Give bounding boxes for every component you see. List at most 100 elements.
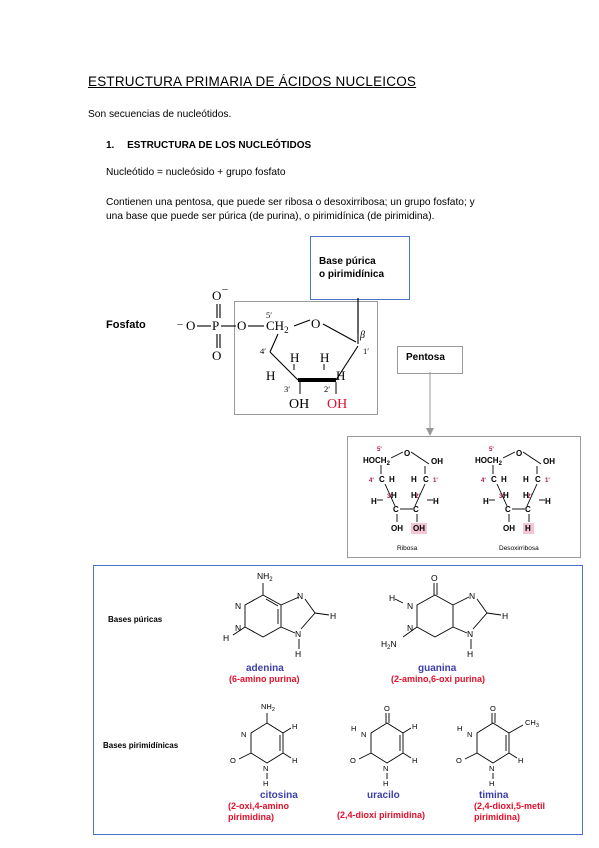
svg-text:N: N (235, 623, 241, 633)
svg-text:OH: OH (413, 524, 425, 533)
phosphate-o-bottom: O (212, 348, 221, 363)
svg-text:H: H (295, 649, 301, 659)
h-1-up: H (320, 350, 329, 365)
svg-text:N: N (489, 764, 494, 773)
ribose-hoch2: HOCH2 (363, 456, 391, 467)
svg-text:H: H (502, 611, 508, 621)
page-title: ESTRUCTURA PRIMARIA DE ÁCIDOS NUCLEICOS (88, 74, 417, 89)
phosphate-o-left: O (186, 318, 195, 333)
svg-text:O: O (490, 704, 496, 713)
nucleotide-structure: O − − O P O O 5′ CH2 O β 4′ 1′ H H H H 3… (177, 284, 369, 412)
h-4-up: H (290, 350, 299, 365)
guanine-structure: O N H N H2N N N H H (381, 573, 508, 659)
svg-text:H: H (330, 611, 336, 621)
cytosine-desc-line1: (2-oxi,4-amino (228, 801, 290, 811)
svg-text:H: H (483, 497, 489, 506)
svg-text:OH: OH (431, 457, 443, 466)
pentoses-diagram: 5' HOCH2 O OH 4' C C 1' H H H H 3' 2' H … (363, 447, 555, 552)
uracil-desc: (2,4-dioxi pirimidina) (337, 810, 425, 820)
svg-text:H: H (433, 497, 439, 506)
bases-box (93, 565, 583, 835)
svg-text:H: H (389, 475, 395, 484)
phosphate-minus-top: − (222, 284, 228, 296)
svg-text:H: H (489, 779, 494, 788)
svg-text:OH: OH (503, 524, 515, 533)
deoxyribose-structure: 5' HOCH2 O OH 4' C C 1' H H H H 3' 2' H … (475, 447, 555, 552)
svg-text:N: N (297, 591, 303, 601)
adenine-desc: (6-amino purina) (229, 674, 300, 684)
svg-text:C: C (393, 505, 399, 514)
prime-1: 1′ (363, 346, 369, 356)
svg-text:OH: OH (543, 457, 555, 466)
svg-text:N: N (469, 591, 475, 601)
thymine-name: timina (479, 790, 509, 801)
pentosa-label-box: Pentosa (397, 346, 463, 374)
svg-text:4': 4' (369, 478, 374, 484)
svg-text:H2N: H2N (381, 639, 397, 651)
ribose-name: Ribosa (397, 545, 418, 552)
adenine-name: adenina (246, 663, 284, 674)
base-label-box: Base púrica o pirimidínica (310, 236, 410, 300)
ch2-label: CH2 (266, 318, 289, 335)
phosphate-minus-left: − (177, 319, 183, 331)
pentosa-arrow (426, 372, 434, 436)
phosphate-p: P (212, 318, 219, 333)
svg-text:NH2: NH2 (261, 702, 275, 713)
svg-text:2': 2' (527, 494, 532, 500)
svg-text:H: H (263, 779, 268, 788)
svg-text:H: H (503, 491, 509, 500)
svg-text:H: H (292, 756, 297, 765)
svg-text:N: N (467, 629, 473, 639)
oh-2: OH (327, 397, 347, 412)
prime-5: 5′ (266, 310, 272, 320)
definition-text: Nucleótido = nucleósido + grupo fosfato (106, 167, 286, 178)
svg-text:O: O (384, 704, 390, 713)
h-1-side: H (336, 368, 345, 383)
svg-text:2': 2' (415, 494, 420, 500)
pentosa-label: Pentosa (406, 352, 445, 363)
base-label-line2: o pirimidínica (319, 269, 385, 280)
svg-text:H: H (545, 497, 551, 506)
intro-text: Son secuencias de nucleótidos. (88, 109, 232, 120)
thymine-desc-line2: pirimidina) (474, 812, 520, 822)
ribose-structure: 5' HOCH2 O OH 4' C C 1' H H H H 3' 2' H … (363, 447, 443, 552)
uracil-name: uracilo (367, 790, 400, 801)
svg-text:5': 5' (377, 447, 382, 453)
thymine-structure: O N H N H O CH3 H (456, 704, 539, 788)
prime-3: 3′ (284, 384, 290, 394)
svg-text:O: O (516, 449, 522, 458)
svg-text:H: H (391, 491, 397, 500)
oh-3: OH (289, 397, 309, 412)
pyrimidine-bases-label: Bases pirimidínicas (103, 741, 179, 750)
svg-text:O: O (404, 449, 410, 458)
svg-text:H: H (351, 724, 356, 733)
svg-text:3': 3' (387, 494, 392, 500)
svg-text:O: O (431, 573, 438, 583)
svg-text:N: N (383, 764, 388, 773)
svg-text:H: H (292, 722, 297, 731)
svg-text:N: N (295, 629, 301, 639)
svg-text:C: C (423, 475, 429, 484)
beta-symbol: β (359, 330, 365, 341)
svg-text:N: N (407, 623, 413, 633)
cytosine-desc-line2: pirimidina) (228, 812, 274, 822)
svg-text:H: H (411, 491, 417, 500)
svg-text:H: H (501, 475, 507, 484)
svg-text:CH3: CH3 (525, 718, 539, 729)
bases-diagram: NH2 N N N N H H H adenina (6-amino purin… (223, 571, 545, 822)
svg-text:5': 5' (489, 447, 494, 453)
sugar-box (234, 301, 378, 415)
paragraph-line-2: una base que puede ser púrica (de purina… (106, 211, 435, 222)
svg-text:OH: OH (391, 524, 403, 533)
ring-oxygen: O (311, 316, 320, 331)
purine-bases-label: Bases púricas (108, 615, 163, 624)
svg-text:N: N (361, 730, 366, 739)
svg-text:H: H (389, 593, 395, 603)
svg-text:C: C (505, 505, 511, 514)
svg-text:N: N (467, 730, 472, 739)
svg-text:3': 3' (499, 494, 504, 500)
cytosine-name: citosina (260, 790, 298, 801)
svg-text:C: C (413, 505, 419, 514)
svg-text:C: C (379, 475, 385, 484)
phosphate-o-top: O (212, 288, 221, 303)
